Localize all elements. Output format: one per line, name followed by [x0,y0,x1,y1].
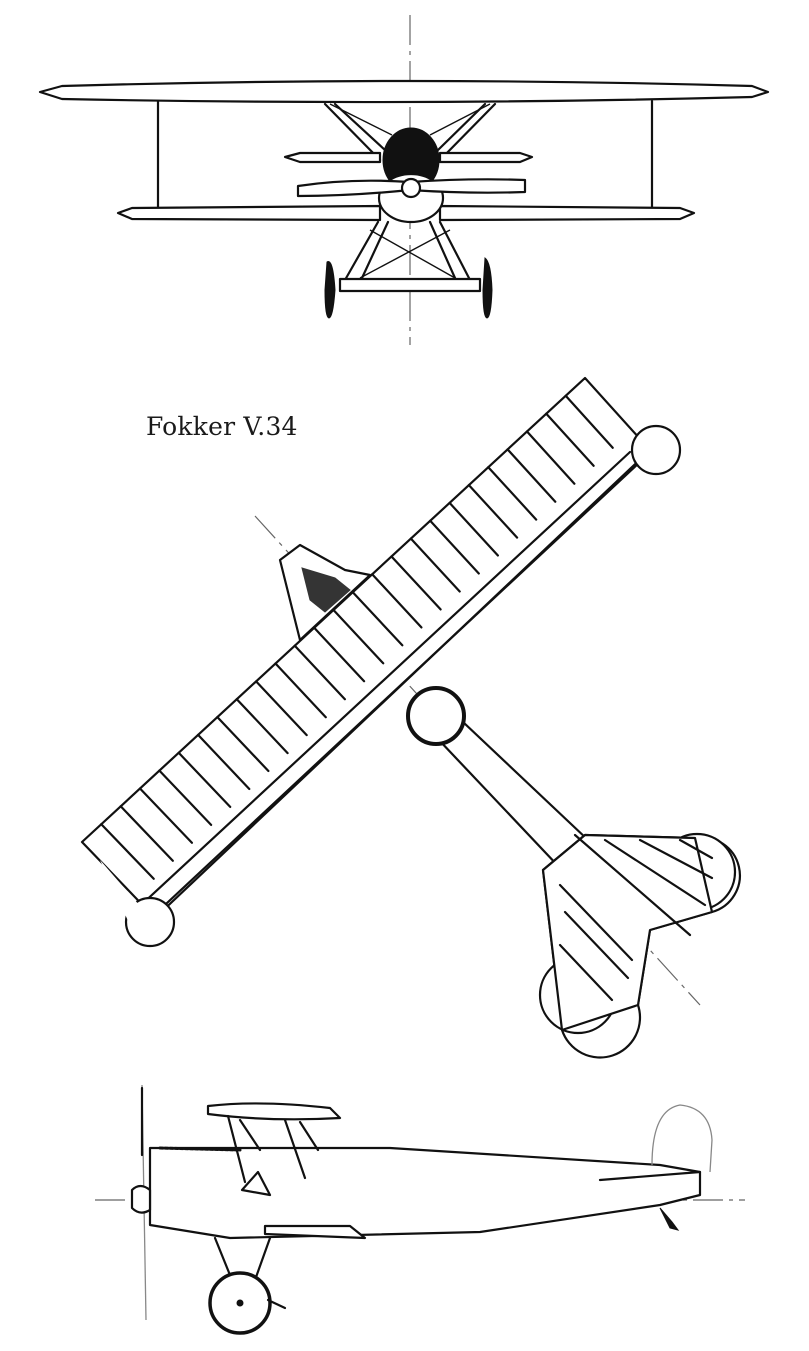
front-tailplane-right [438,151,534,164]
side-upper-wing [206,1102,342,1121]
plan-tailplane [538,832,741,1059]
front-lower-wing-left [116,204,382,222]
front-upper-wing [38,79,770,104]
side-tail-fin [651,1104,713,1173]
front-wheel-right [482,257,493,319]
front-wheel-left [324,261,336,319]
front-view [38,15,770,345]
plan-wingtip-right [630,424,682,476]
front-axle [338,277,482,293]
side-lower-wing [263,1224,367,1240]
front-tailplane-left [283,151,382,164]
aircraft-caption: Fokker V.34 [146,412,298,441]
plan-engine [406,686,466,746]
side-view [95,1084,745,1335]
side-fuselage [148,1146,702,1240]
front-lower-wing-right [438,204,696,222]
plan-wing-ribs [100,394,614,880]
plan-view [80,376,741,1059]
